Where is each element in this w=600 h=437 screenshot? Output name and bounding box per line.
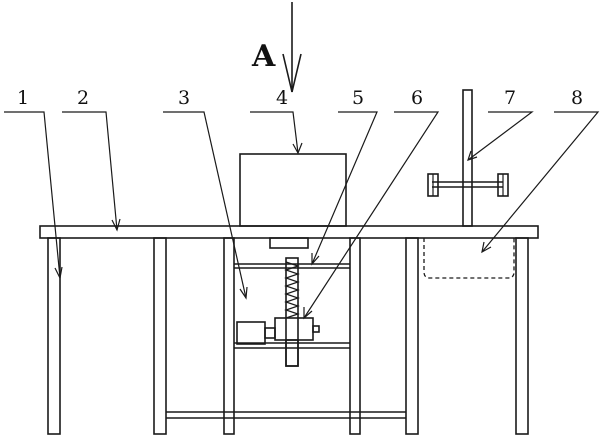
bottom-stretcher bbox=[166, 411, 406, 419]
callout-1: 1 bbox=[17, 87, 29, 109]
callout-8: 8 bbox=[571, 87, 583, 109]
callout-2: 2 bbox=[77, 87, 89, 109]
view-direction-arrow: A bbox=[251, 2, 302, 93]
drawer bbox=[423, 238, 515, 279]
callout-3: 3 bbox=[178, 87, 190, 109]
callout-labels: 1 2 3 4 5 6 7 8 bbox=[17, 87, 583, 109]
motor bbox=[236, 321, 276, 345]
callout-4: 4 bbox=[276, 87, 288, 109]
view-label: A bbox=[251, 39, 276, 74]
gear-assembly bbox=[274, 317, 320, 367]
callout-5: 5 bbox=[352, 87, 364, 109]
callout-7: 7 bbox=[504, 87, 516, 109]
table-top bbox=[39, 225, 539, 239]
callout-6: 6 bbox=[411, 87, 423, 109]
monitor bbox=[239, 153, 347, 249]
table-legs bbox=[47, 237, 529, 435]
lead-screw bbox=[284, 257, 300, 367]
camera-stand bbox=[427, 89, 509, 227]
leader-lines bbox=[4, 111, 600, 320]
